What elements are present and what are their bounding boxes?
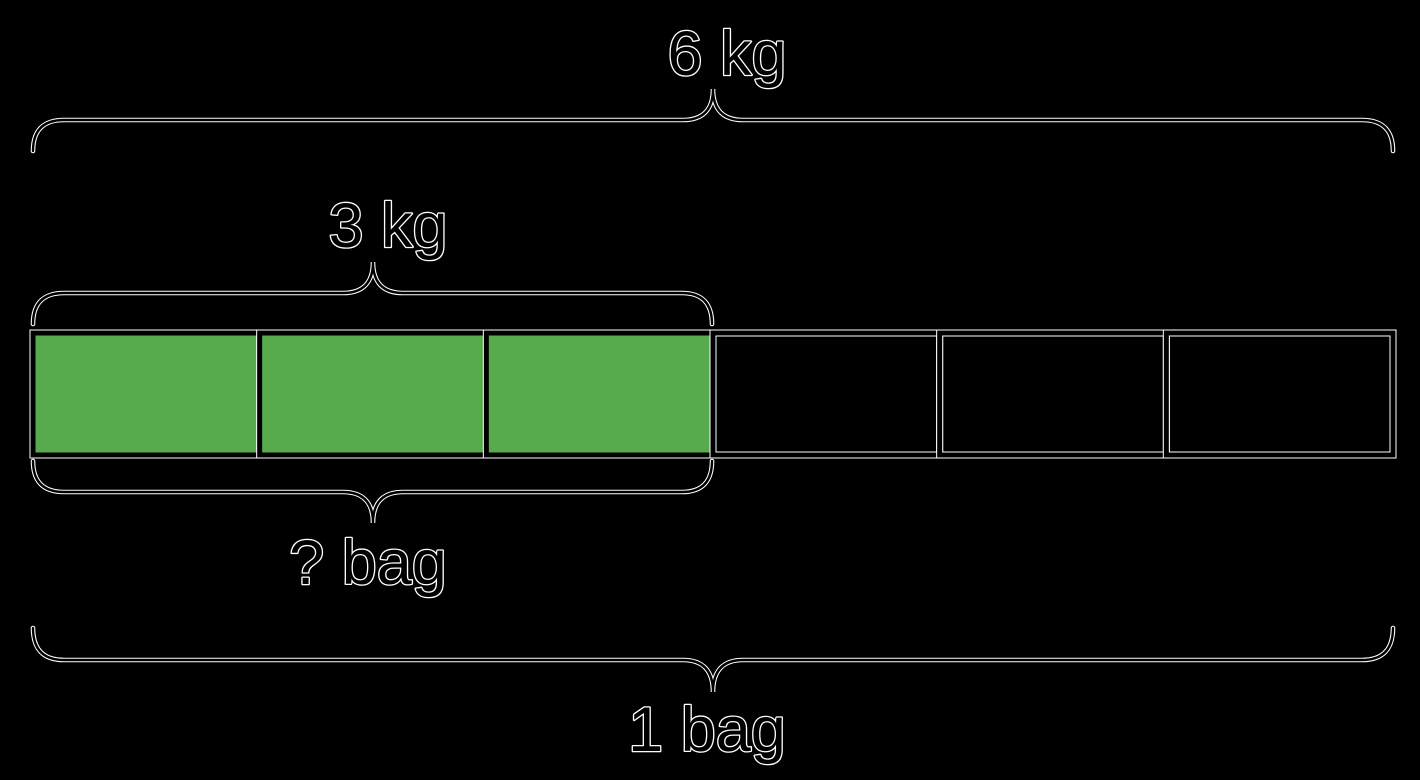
- brace-total-weight: [30, 88, 1396, 154]
- label-total-count: 1 bag: [628, 695, 786, 765]
- bar-cells: [29, 329, 1397, 459]
- bar-cell-empty: [1163, 330, 1396, 458]
- brace-total-count-core: [31, 626, 1395, 693]
- bar-cell-filled: [483, 330, 716, 458]
- label-total-weight: 6 kg: [667, 19, 786, 89]
- bar-cell-filled: [30, 330, 263, 458]
- brace-partial-weight-core: [31, 261, 714, 326]
- brace-total-count: [30, 625, 1396, 693]
- label-partial-weight: 3 kg: [328, 191, 447, 261]
- label-partial-count: ? bag: [289, 528, 447, 598]
- bar-cell-filled: [257, 330, 489, 458]
- bar-cell-outline: [936, 329, 1170, 459]
- brace-partial-count: [30, 458, 715, 524]
- bar-cell-outline: [1162, 329, 1397, 459]
- bar-cell-empty: [937, 330, 1169, 458]
- brace-partial-weight: [30, 261, 715, 327]
- bar-cell-outline: [709, 329, 944, 459]
- bar-cell-empty: [710, 330, 943, 458]
- brace-total-weight-core: [31, 88, 1395, 153]
- brace-partial-count-core: [31, 459, 714, 524]
